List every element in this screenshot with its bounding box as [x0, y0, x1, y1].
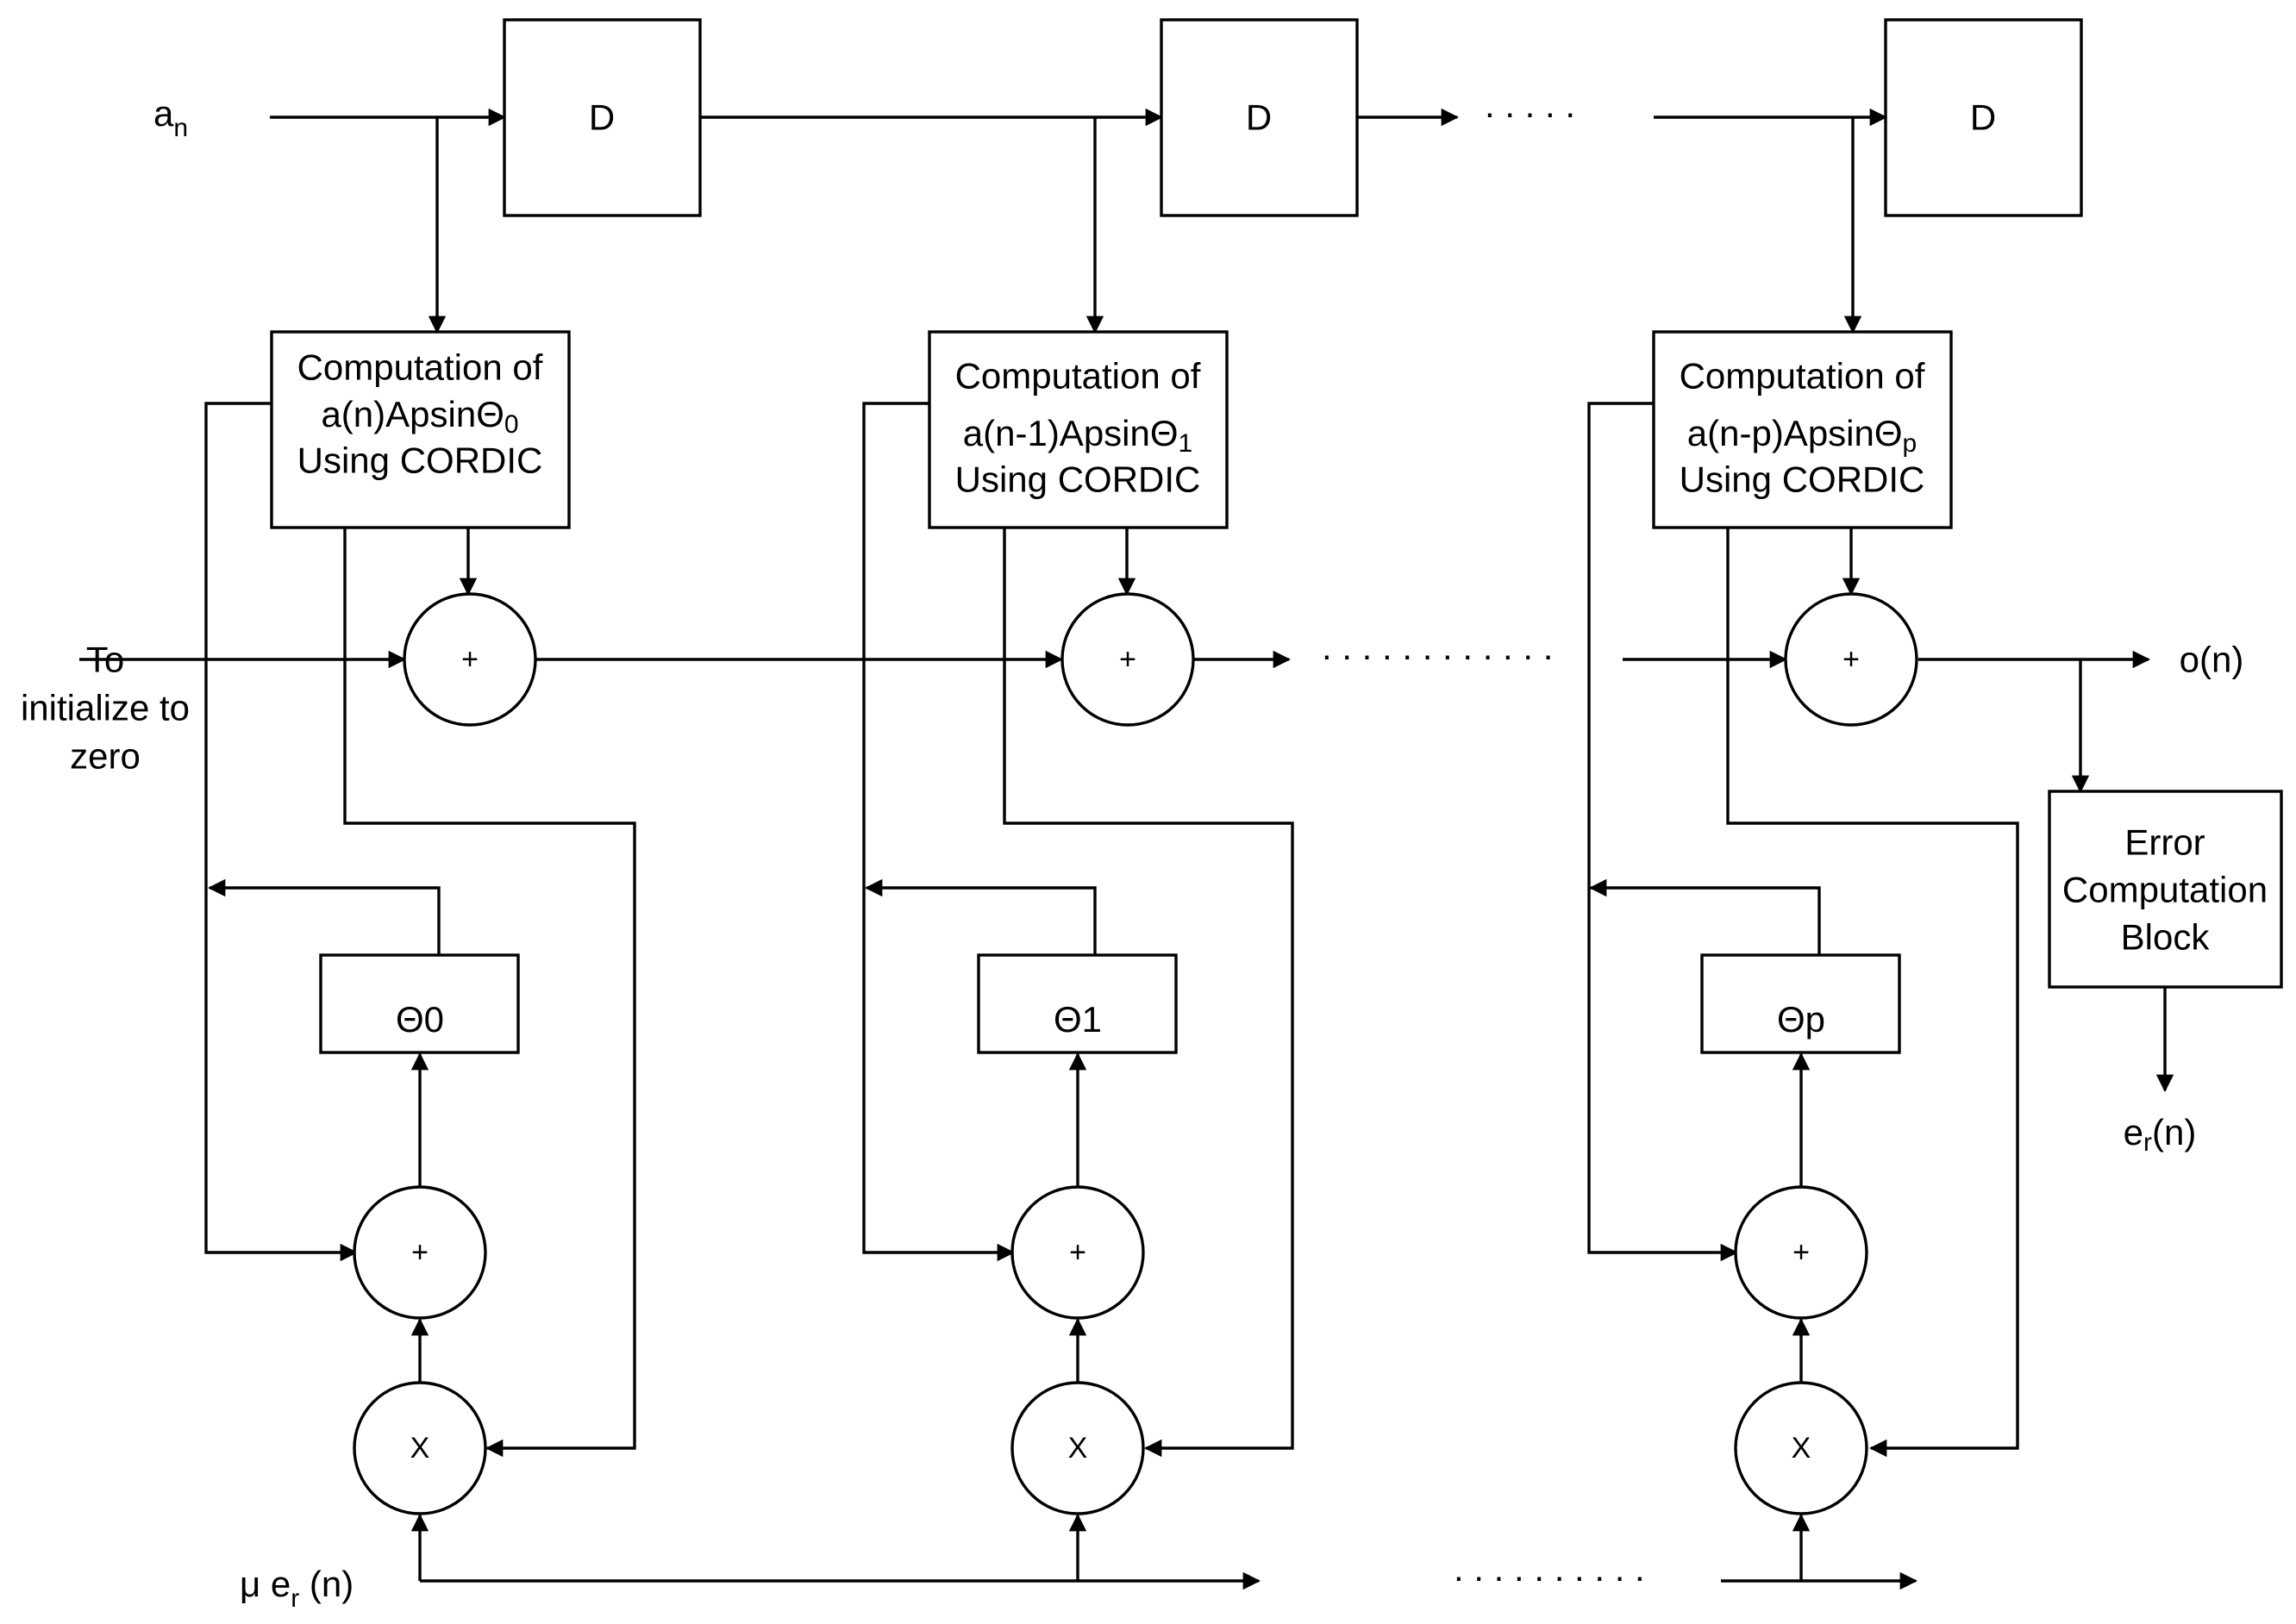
error-block-line3: Block — [2121, 917, 2211, 958]
cordic-block-0: Computation of a(n)ApsinΘ0 Using CORDIC — [270, 330, 571, 529]
cordic-line2: a(n)ApsinΘ0 — [321, 394, 518, 439]
theta-loop-wire-1 — [862, 402, 1016, 1262]
adder-symbol: + — [411, 1236, 429, 1269]
multiplier-symbol: X — [410, 1432, 430, 1465]
input-label: an — [153, 93, 188, 142]
cordic-feedback-wire-1 — [1003, 528, 1294, 1458]
error-computation-block: Error Computation Block — [2048, 790, 2283, 989]
error-block-line2: Computation — [2062, 870, 2268, 910]
init-label-line3: zero — [70, 736, 141, 777]
cordic-line3: Using CORDIC — [297, 440, 543, 481]
bottom-ellipsis: . . . . . . . . . . — [1454, 1548, 1645, 1589]
update-loop-0: Θ0 + X — [204, 402, 636, 1581]
theta-feedback-wire-p — [1588, 878, 1821, 955]
sum-adder-1: + — [1060, 592, 1195, 727]
theta-register-0 — [319, 953, 520, 1054]
cordic-line3: Using CORDIC — [955, 459, 1201, 500]
theta-feedback-wire-1 — [864, 878, 1097, 955]
theta-feedback-wire-0 — [207, 878, 441, 955]
delay-label: D — [1970, 97, 1996, 138]
cordic-line1: Computation of — [955, 356, 1201, 397]
update-loop-1: Θ1 + X — [862, 402, 1294, 1581]
sum-adder-0: + — [403, 592, 537, 727]
multiplier-symbol: X — [1068, 1432, 1088, 1465]
output-label: o(n) — [2180, 640, 2244, 680]
middle-ellipsis: . . . . . . . . . . . . — [1322, 627, 1553, 667]
delay-box-1: D — [503, 18, 702, 217]
error-block-line1: Error — [2124, 822, 2205, 863]
adder-symbol: + — [461, 643, 479, 676]
adder-symbol: + — [1119, 643, 1136, 676]
cordic-feedback-wire-0 — [343, 528, 636, 1458]
delay-box-2: D — [1160, 18, 1359, 217]
mu-error-label: μ er (n) — [240, 1564, 353, 1613]
theta-loop-wire-p — [1587, 402, 1739, 1262]
cordic-line2: a(n-1)ApsinΘ1 — [963, 413, 1192, 458]
theta-register-1 — [977, 953, 1178, 1054]
cordic-line2: a(n-p)ApsinΘp — [1687, 413, 1917, 458]
top-ellipsis: . . . . . — [1485, 84, 1575, 125]
theta-register-p — [1700, 953, 1901, 1054]
sum-adder-p: + — [1784, 592, 1918, 727]
cordic-feedback-wire-p — [1726, 528, 2019, 1458]
error-output-label: er(n) — [2124, 1112, 2197, 1157]
adder-symbol: + — [1069, 1236, 1086, 1269]
delay-label: D — [1246, 97, 1272, 138]
delay-line: . . . . . — [270, 84, 1888, 127]
init-label-line2: initialize to — [21, 688, 190, 728]
theta-loop-wire-0 — [204, 402, 359, 1262]
update-loop-p: Θp + X — [1587, 402, 2019, 1581]
theta-label-0: Θ0 — [396, 999, 444, 1040]
cordic-line1: Computation of — [1680, 356, 1925, 397]
cordic-line3: Using CORDIC — [1680, 459, 1925, 500]
delay-label: D — [589, 97, 615, 138]
theta-label-1: Θ1 — [1054, 999, 1102, 1040]
cordic-block-1: Computation of a(n-1)ApsinΘ1 Using CORDI… — [928, 330, 1229, 529]
cordic-block-p: Computation of a(n-p)ApsinΘp Using CORDI… — [1652, 330, 1953, 529]
cordic-line1: Computation of — [297, 347, 543, 388]
multiplier-symbol: X — [1792, 1432, 1811, 1465]
adder-symbol: + — [1842, 643, 1860, 676]
adder-symbol: + — [1792, 1236, 1810, 1269]
delay-box-3: D — [1884, 18, 2083, 217]
theta-label-p: Θp — [1777, 999, 1825, 1040]
